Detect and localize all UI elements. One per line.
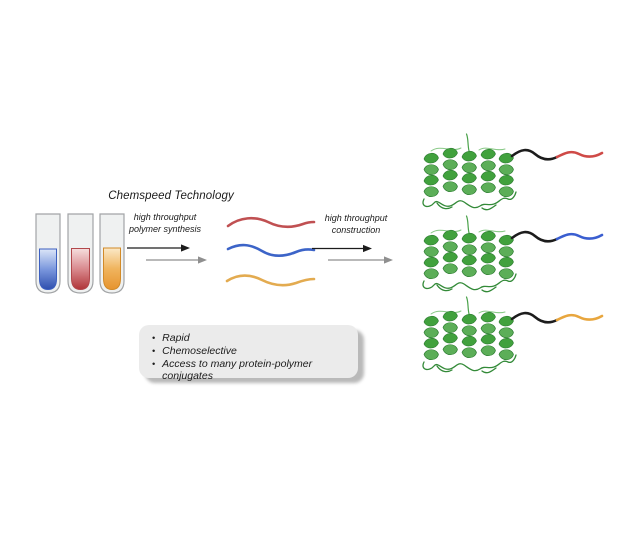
test-tube-rack bbox=[35, 213, 125, 294]
protein-ribbon bbox=[423, 216, 516, 292]
polymer-wave-blue bbox=[226, 243, 316, 257]
conjugate-red bbox=[423, 134, 604, 210]
step1-arrows bbox=[127, 244, 207, 264]
polymer-library bbox=[225, 216, 316, 287]
feature-text: Chemoselective bbox=[162, 344, 237, 357]
step2-arrows bbox=[312, 244, 393, 264]
polymer-tail-yellow bbox=[555, 313, 604, 322]
features-list: • Rapid • Chemoselective • Access to man… bbox=[152, 332, 350, 383]
bullet-dot: • bbox=[152, 345, 156, 356]
step2-label-line2: construction bbox=[331, 224, 381, 235]
arrowhead-step1-primary bbox=[181, 244, 190, 252]
step1-label-line2: polymer synthesis bbox=[128, 223, 202, 234]
bullet-dot: • bbox=[152, 358, 156, 369]
bullet-dot: • bbox=[152, 333, 156, 343]
conjugate-yellow bbox=[423, 297, 604, 373]
polymer-tail-red bbox=[555, 150, 604, 159]
figure-title: Chemspeed Technology bbox=[108, 190, 234, 202]
feature-item: • Rapid bbox=[152, 332, 350, 345]
step1-label: high throughput polymer synthesis bbox=[117, 212, 213, 235]
arrowhead-step2-primary bbox=[363, 244, 372, 253]
tube-liquid-blue bbox=[39, 248, 57, 291]
test-tube-blue bbox=[35, 213, 61, 294]
linker-strand bbox=[510, 230, 559, 243]
step1-label-line1: high throughput bbox=[133, 212, 197, 222]
test-tube-red bbox=[67, 213, 94, 294]
feature-item: • Chemoselective bbox=[152, 345, 350, 358]
arrowhead-step2-secondary bbox=[384, 256, 393, 264]
linker-strand bbox=[510, 148, 559, 161]
tube-liquid-orange bbox=[103, 247, 121, 291]
arrowhead-step1-secondary bbox=[198, 256, 207, 264]
conjugate-blue bbox=[423, 216, 604, 292]
step2-label: high throughput construction bbox=[308, 213, 404, 236]
linker-strand bbox=[510, 311, 559, 324]
features-box: • Rapid • Chemoselective • Access to man… bbox=[139, 325, 358, 382]
step2-label-line1: high throughput bbox=[324, 213, 388, 223]
polymer-wave-yellow bbox=[225, 274, 316, 287]
test-tube-orange bbox=[99, 213, 125, 294]
feature-item: • Access to many protein-polymer conjuga… bbox=[152, 358, 350, 384]
tube-liquid-red bbox=[71, 248, 90, 291]
feature-text: Access to many protein-polymer conjugate… bbox=[162, 357, 313, 383]
polymer-wave-red bbox=[226, 216, 316, 229]
protein-ribbon bbox=[423, 134, 516, 210]
protein-ribbon bbox=[423, 297, 516, 373]
polymer-tail-blue bbox=[555, 232, 604, 241]
feature-text: Rapid bbox=[162, 332, 190, 344]
